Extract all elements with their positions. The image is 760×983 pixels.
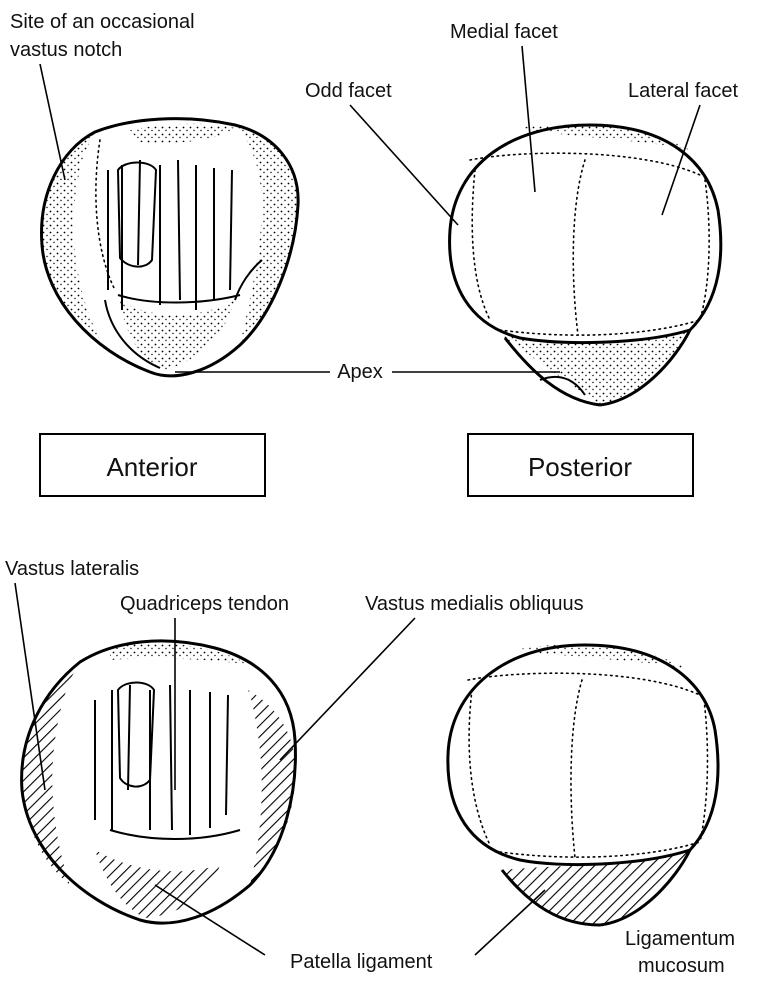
anterior-patella-top	[42, 119, 299, 376]
posterior-patella-top	[450, 124, 721, 405]
leader-vastus-medialis-obliquus	[280, 618, 415, 760]
leader-vastus-notch	[40, 64, 65, 180]
label-apex: Apex	[337, 361, 383, 383]
label-site-vastus-notch-line2: vastus notch	[10, 39, 122, 61]
label-vastus-medialis-obliquus: Vastus medialis obliquus	[365, 593, 584, 615]
label-lateral-facet: Lateral facet	[628, 80, 739, 102]
label-ligamentum-mucosum-line2: mucosum	[638, 955, 725, 977]
anterior-label: Anterior	[106, 452, 197, 482]
leader-patella-ligament-right	[475, 890, 545, 955]
posterior-label: Posterior	[528, 452, 632, 482]
label-patella-ligament: Patella ligament	[290, 951, 433, 973]
label-ligamentum-mucosum-line1: Ligamentum	[625, 928, 735, 950]
label-vastus-lateralis: Vastus lateralis	[5, 558, 139, 580]
label-odd-facet: Odd facet	[305, 80, 392, 102]
anterior-patella-bottom	[22, 641, 296, 923]
leader-odd-facet	[350, 105, 458, 225]
posterior-patella-bottom	[448, 645, 718, 925]
label-quadriceps-tendon: Quadriceps tendon	[120, 593, 289, 615]
label-site-vastus-notch-line1: Site of an occasional	[10, 11, 195, 33]
label-medial-facet: Medial facet	[450, 21, 558, 43]
